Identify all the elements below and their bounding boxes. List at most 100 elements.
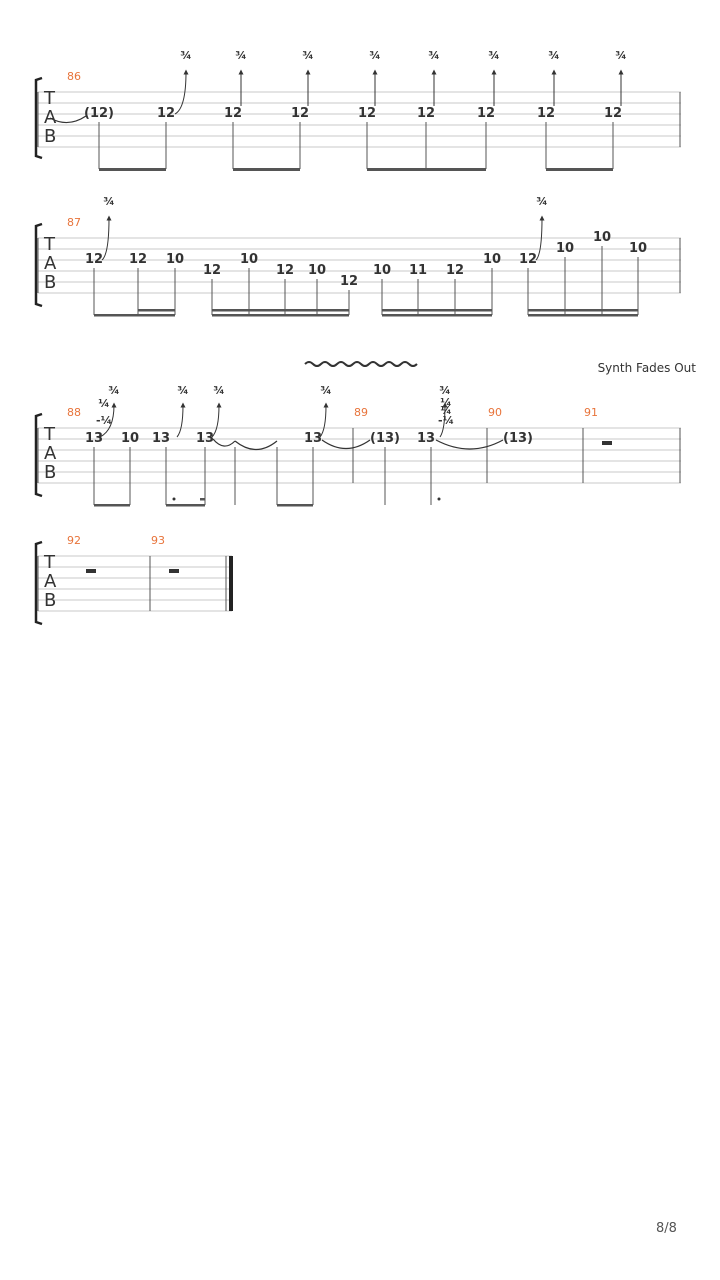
fret-number: 10 — [373, 263, 391, 278]
bend-label: ¼ — [440, 404, 451, 417]
vibrato-mark — [304, 361, 418, 367]
bend-label: ¾ — [536, 195, 547, 208]
measure-number: 92 — [67, 534, 81, 547]
tab-staff — [38, 427, 681, 484]
barlines — [37, 556, 227, 611]
system-brace — [34, 540, 43, 626]
bend-arrows — [99, 402, 448, 438]
bend-label: -¼ — [96, 414, 112, 427]
fret-number: 12 — [203, 263, 221, 278]
measure-number: 90 — [488, 406, 502, 419]
system-1: TAB 86 (12) 12 12 12 12 12 12 12 12 ¾ — [34, 49, 681, 171]
measure-number: 93 — [151, 534, 165, 547]
fret-numbers: 12 12 10 12 10 12 10 12 10 11 12 10 12 1… — [85, 230, 647, 289]
fret-number: (13) — [503, 431, 533, 446]
bend-label: ¾ — [615, 49, 626, 62]
tab-staff — [38, 555, 232, 612]
tab-clef: TAB — [43, 88, 57, 147]
svg-text:A: A — [44, 253, 57, 274]
measure-number: 88 — [67, 406, 81, 419]
system-3: Synth Fades Out TAB 88 89 90 91 13 — [34, 361, 696, 507]
svg-text:T: T — [43, 234, 56, 255]
fret-number: 12 — [519, 252, 537, 267]
fret-number: 12 — [446, 263, 464, 278]
svg-text:B: B — [44, 272, 56, 293]
fret-number: 11 — [409, 263, 427, 278]
stems — [98, 122, 614, 169]
fret-number: 12 — [85, 252, 103, 267]
svg-text:T: T — [43, 424, 56, 445]
fret-number: 10 — [629, 241, 647, 256]
measure-number: 89 — [354, 406, 368, 419]
system-2: TAB 87 12 12 10 12 10 12 10 12 10 11 12 … — [34, 195, 681, 317]
fret-number: 13 — [196, 431, 214, 446]
fret-number: 10 — [308, 263, 326, 278]
dots — [172, 497, 441, 501]
bend-label: ¾ — [108, 384, 119, 397]
stems — [93, 447, 432, 505]
fret-number: 12 — [129, 252, 147, 267]
bend-label: ¾ — [103, 195, 114, 208]
tab-clef: TAB — [43, 552, 57, 611]
bend-label: ¾ — [488, 49, 499, 62]
fret-number: 12 — [477, 106, 495, 121]
fret-number: 10 — [593, 230, 611, 245]
fret-number: 12 — [604, 106, 622, 121]
fret-number: 10 — [121, 431, 139, 446]
fret-number: 13 — [85, 431, 103, 446]
beams — [94, 309, 638, 317]
fret-number: 10 — [483, 252, 501, 267]
svg-text:T: T — [43, 88, 56, 109]
bend-labels: ¾ ¾ — [103, 195, 547, 208]
bend-label: ¾ — [439, 384, 450, 397]
system-4: TAB 92 93 — [34, 534, 233, 626]
barlines — [37, 428, 681, 483]
fret-number: 13 — [417, 431, 435, 446]
bend-label: ¾ — [235, 49, 246, 62]
measure-number: 87 — [67, 216, 81, 229]
fret-number: 12 — [291, 106, 309, 121]
fret-number: 10 — [240, 252, 258, 267]
whole-rest — [602, 441, 612, 445]
bend-label: ¼ — [440, 396, 451, 409]
tab-staff — [38, 237, 681, 294]
fret-number: 12 — [224, 106, 242, 121]
measure-number: 86 — [67, 70, 81, 83]
bend-label: ¾ — [428, 49, 439, 62]
measure-number: 91 — [584, 406, 598, 419]
fret-numbers: (12) 12 12 12 12 12 12 12 12 — [84, 106, 622, 121]
bend-labels: ¾ ¾ ¾ ¾ ¾ ¾ ¾ ¾ — [180, 49, 626, 62]
tie — [49, 115, 87, 124]
svg-text:B: B — [44, 462, 56, 483]
bend-arrows — [174, 69, 624, 115]
fret-number: 12 — [358, 106, 376, 121]
whole-rest — [169, 569, 179, 573]
fret-number: (13) — [370, 431, 400, 446]
bend-label: ¾ — [320, 384, 331, 397]
fret-number: 13 — [304, 431, 322, 446]
fret-number: 10 — [166, 252, 184, 267]
svg-text:B: B — [44, 590, 56, 611]
fret-number: 12 — [340, 274, 358, 289]
system-brace — [34, 76, 43, 160]
fret-number: 12 — [157, 106, 175, 121]
measure-numbers: 88 89 90 91 — [67, 406, 598, 419]
final-barline — [229, 556, 233, 611]
fret-number: 12 — [276, 263, 294, 278]
tab-clef: TAB — [43, 424, 57, 483]
bend-label: ¾ — [180, 49, 191, 62]
bend-labels: ¾ ¼ -¼ ¾ ¾ ¾ ¾ ¼ ¼ -¼ — [96, 384, 454, 427]
svg-text:T: T — [43, 552, 56, 573]
bend-label: ¾ — [548, 49, 559, 62]
svg-text:B: B — [44, 126, 56, 147]
bend-label: ¾ — [177, 384, 188, 397]
bend-label: ¼ — [98, 397, 109, 410]
fret-number: 10 — [556, 241, 574, 256]
bend-label: -¼ — [438, 414, 454, 427]
tab-staff — [38, 91, 681, 148]
fret-number: 13 — [152, 431, 170, 446]
fret-number: (12) — [84, 106, 114, 121]
page-number: 8/8 — [656, 1221, 677, 1236]
system-brace — [34, 412, 43, 498]
beams — [94, 498, 313, 507]
